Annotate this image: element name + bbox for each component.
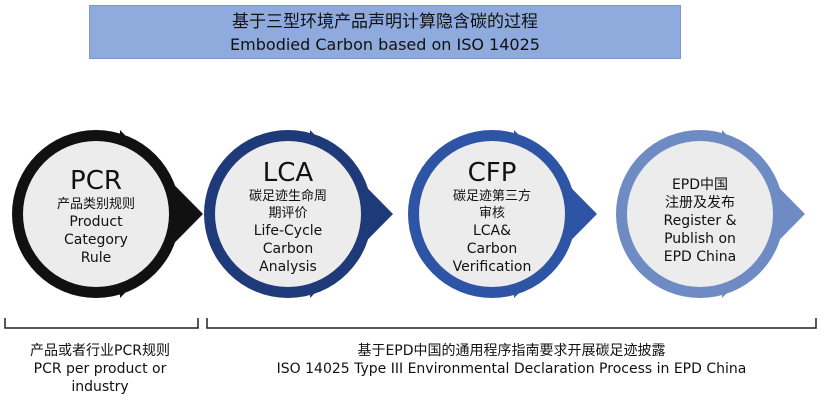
left-caption-zh: 产品或者行业PCR规则 bbox=[30, 343, 170, 359]
step-epd-en-2: Publish on bbox=[664, 231, 736, 247]
title-english: Embodied Carbon based on ISO 14025 bbox=[230, 35, 540, 54]
step-lca-disc bbox=[215, 141, 361, 287]
step-cfp-en-1: LCA& bbox=[472, 223, 512, 239]
right-caption-zh: 基于EPD中国的通用程序指南要求开展碳足迹披露 bbox=[357, 343, 666, 359]
step-cfp-en-2: Carbon bbox=[466, 241, 518, 257]
step-pcr-en-3: Rule bbox=[80, 250, 112, 266]
step-pcr-zh: 产品类别规则 bbox=[56, 197, 135, 212]
right-bracket-caption: 基于EPD中国的通用程序指南要求开展碳足迹披露 ISO 14025 Type I… bbox=[207, 342, 816, 378]
bracket-right bbox=[206, 318, 817, 329]
bracket-left bbox=[4, 318, 199, 329]
right-caption-en: ISO 14025 Type III Environmental Declara… bbox=[276, 361, 747, 377]
step-lca-en-1: Life-Cycle bbox=[253, 223, 323, 239]
title-chinese: 基于三型环境产品声明计算隐含碳的过程 bbox=[232, 12, 538, 32]
step-cfp-abbr: CFP bbox=[467, 158, 517, 188]
left-caption-en-1: PCR per product or bbox=[33, 361, 167, 377]
step-pcr-en-2: Category bbox=[64, 232, 128, 248]
step-pcr-text: PCR 产品类别规则 Product Category Rule bbox=[36, 166, 156, 267]
step-pcr-disc bbox=[23, 141, 169, 287]
step-epd-en-3: EPD China bbox=[663, 249, 737, 265]
step-epd-en-1: Register & bbox=[663, 213, 737, 229]
left-caption-en-2: industry bbox=[71, 379, 129, 395]
step-cfp-zh-1: 碳足迹第三方 bbox=[452, 189, 531, 204]
step-pcr-en-1: Product bbox=[69, 214, 123, 230]
step-pcr-abbr: PCR bbox=[70, 166, 122, 196]
left-bracket-caption: 产品或者行业PCR规则 PCR per product or industry bbox=[0, 342, 200, 396]
title-banner: 基于三型环境产品声明计算隐含碳的过程 Embodied Carbon based… bbox=[89, 5, 681, 59]
step-cfp-text: CFP 碳足迹第三方 审核 LCA& Carbon Verification bbox=[432, 158, 552, 276]
step-lca-en-3: Analysis bbox=[259, 259, 317, 275]
step-cfp-disc bbox=[419, 141, 565, 287]
step-cfp-en-3: Verification bbox=[452, 259, 532, 275]
step-epd-text: EPD中国 注册及发布 Register & Publish on EPD Ch… bbox=[640, 176, 760, 266]
step-lca-abbr: LCA bbox=[262, 158, 314, 188]
step-epd-zh: 注册及发布 bbox=[665, 195, 735, 211]
step-lca-zh-2: 期评价 bbox=[268, 206, 308, 221]
step-epd-abbr: EPD中国 bbox=[671, 177, 729, 193]
step-cfp-zh-2: 审核 bbox=[478, 206, 505, 221]
step-lca-zh-1: 碳足迹生命周 bbox=[248, 189, 327, 204]
step-epd-disc bbox=[627, 141, 773, 287]
step-lca-en-2: Carbon bbox=[262, 241, 314, 257]
step-lca-text: LCA 碳足迹生命周 期评价 Life-Cycle Carbon Analysi… bbox=[228, 158, 348, 276]
